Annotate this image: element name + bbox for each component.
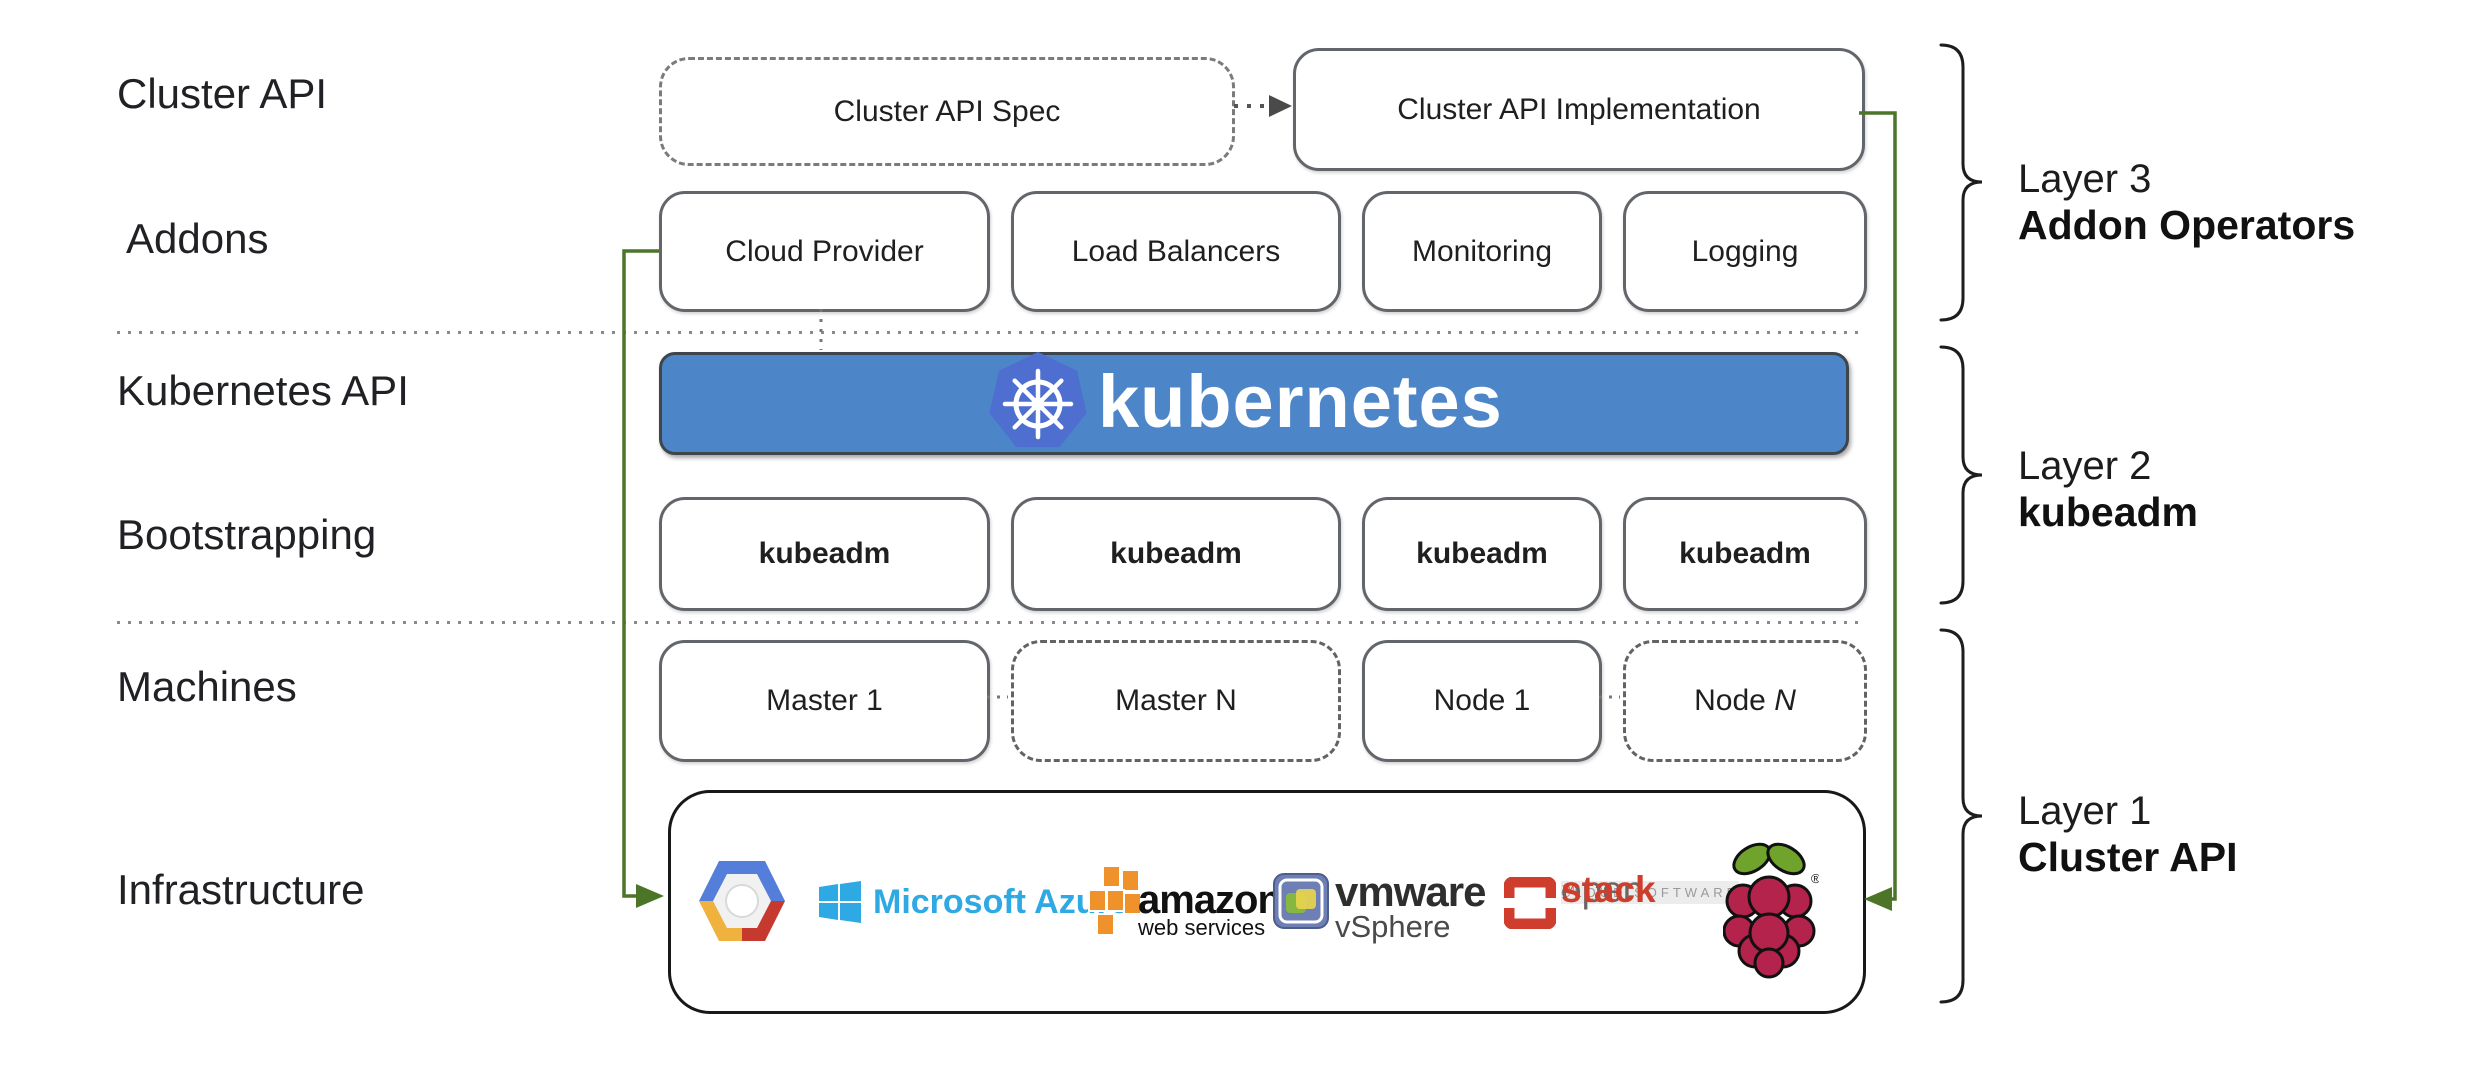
- box-master-n: Master N: [1011, 640, 1341, 762]
- box-load-balancers: Load Balancers: [1011, 191, 1341, 312]
- monitoring-label: Monitoring: [1411, 234, 1553, 268]
- green-arrowhead-left: [636, 884, 664, 908]
- box-cluster-api-spec: Cluster API Spec: [659, 57, 1235, 166]
- aws-wordmark: amazon web services: [1138, 878, 1282, 940]
- openstack-cube-icon: [1504, 877, 1556, 929]
- master-n-label: Master N: [1115, 684, 1237, 717]
- layer-1-subtitle: Cluster API: [2018, 834, 2238, 880]
- layer-1-title: Layer 1: [2018, 789, 2152, 833]
- cluster-api-spec-label: Cluster API Spec: [833, 94, 1061, 128]
- brace-layer-1: [1939, 628, 1983, 1004]
- aws-boxes-icon: [1088, 865, 1142, 936]
- layer-2-subtitle: kubeadm: [2018, 489, 2198, 535]
- kubeadm-label: kubeadm: [758, 537, 891, 570]
- kubernetes-wheel-icon: [989, 352, 1087, 448]
- brace-layer-3: [1939, 43, 1983, 322]
- box-kubeadm-2: kubeadm: [1011, 497, 1341, 611]
- box-kubeadm-4: kubeadm: [1623, 497, 1867, 611]
- google-cloud-icon: [699, 861, 785, 941]
- aws-sublabel: web services: [1138, 915, 1266, 940]
- aws-label: amazon: [1138, 878, 1282, 922]
- layer-3-subtitle: Addon Operators: [2018, 202, 2356, 248]
- layer-1-label: Layer 1 Cluster API: [2018, 788, 2237, 880]
- cluster-api-implementation-label: Cluster API Implementation: [1397, 92, 1761, 126]
- kubeadm-label: kubeadm: [1110, 537, 1242, 570]
- dotted-separator-bottom: [117, 621, 1860, 624]
- box-node-n: Node N: [1623, 640, 1867, 762]
- load-balancers-label: Load Balancers: [1071, 234, 1281, 268]
- kubernetes-wordmark: kubernetes: [1098, 359, 1503, 443]
- box-logging: Logging: [1623, 191, 1867, 312]
- row-label-kubernetes-api: Kubernetes API: [117, 367, 409, 414]
- azure-wordmark: Microsoft Azure: [873, 883, 1129, 921]
- box-kubeadm-1: kubeadm: [659, 497, 990, 611]
- layer-2-label: Layer 2 kubeadm: [2018, 443, 2198, 535]
- row-label-addons: Addons: [126, 215, 269, 262]
- box-master-1: Master 1: [659, 640, 990, 762]
- infrastructure-providers-box: Microsoft Azure amazon web services vmw: [668, 790, 1866, 1014]
- box-kubeadm-3: kubeadm: [1362, 497, 1602, 611]
- azure-windows-icon: [819, 881, 861, 923]
- raspberry-pi-reg-mark: ®: [1811, 871, 1819, 886]
- box-cluster-api-implementation: Cluster API Implementation: [1293, 48, 1865, 171]
- box-cloud-provider: Cloud Provider: [659, 191, 990, 312]
- layer-2-title: Layer 2: [2018, 444, 2152, 488]
- openstack-sublabel: CLOUD SOFTWARE: [1561, 881, 1739, 904]
- layer-3-label: Layer 3 Addon Operators: [2018, 156, 2355, 248]
- dotted-separator-top: [117, 331, 1860, 334]
- kubeadm-label: kubeadm: [1679, 537, 1811, 570]
- green-arrowhead-right: [1864, 887, 1892, 911]
- dotted-arrowhead: [1269, 95, 1292, 117]
- brace-layer-2: [1939, 345, 1983, 605]
- raspberry-pi-icon: ®: [1723, 842, 1819, 979]
- box-node-1: Node 1: [1362, 640, 1602, 762]
- row-label-machines: Machines: [117, 663, 297, 710]
- row-label-cluster-api: Cluster API: [117, 70, 328, 117]
- cloud-provider-label: Cloud Provider: [725, 234, 924, 268]
- logging-label: Logging: [1691, 234, 1799, 268]
- row-label-bootstrapping: Bootstrapping: [117, 511, 377, 558]
- node-n-label: Node N: [1694, 684, 1796, 717]
- vmware-label: vmware: [1335, 868, 1486, 915]
- vmware-vsphere-icon: [1273, 873, 1329, 929]
- vmware-sublabel: vSphere: [1335, 909, 1451, 944]
- green-connector-left: [622, 249, 659, 898]
- box-monitoring: Monitoring: [1362, 191, 1602, 312]
- vmware-wordmark: vmware vSphere: [1335, 868, 1486, 944]
- node-1-label: Node 1: [1433, 684, 1531, 717]
- kubernetes-banner: kubernetes: [659, 352, 1849, 455]
- row-label-infrastructure: Infrastructure: [117, 866, 365, 913]
- master-1-label: Master 1: [766, 684, 883, 717]
- kubeadm-label: kubeadm: [1416, 537, 1548, 570]
- layer-3-title: Layer 3: [2018, 157, 2152, 201]
